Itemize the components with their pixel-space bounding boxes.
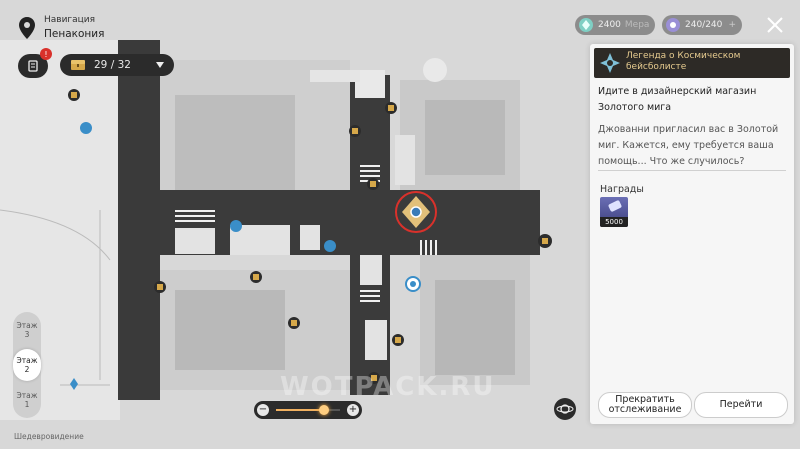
zoom-slider[interactable] — [276, 405, 340, 415]
floor-label: Этаж — [16, 356, 38, 365]
quest-objective: Идите в дизайнерский магазин Золотого ми… — [598, 86, 757, 113]
floor-label: Этаж — [16, 321, 38, 330]
region-name: Шедевровидение — [14, 432, 84, 441]
reward-amount: 5000 — [600, 217, 628, 227]
planet-icon — [556, 404, 574, 414]
stellar-jade-counter: 2400 Мера — [575, 15, 655, 35]
zoom-in-button[interactable]: + — [347, 404, 359, 416]
stellar-label: Мера — [624, 20, 650, 30]
map-marker-gold-8[interactable] — [288, 317, 300, 329]
location-pin-icon — [19, 17, 35, 39]
quest-description: Джованни пригласил вас в Золотой миг. Ка… — [598, 124, 779, 167]
map-marker-space-anchor[interactable] — [405, 276, 421, 292]
zoom-slider-handle[interactable] — [319, 405, 329, 415]
floor-number: 2 — [24, 365, 30, 374]
floor-3-button[interactable]: Этаж 3 — [13, 314, 41, 346]
watermark: WOTPACK.RU — [280, 372, 496, 402]
floor-number: 3 — [24, 330, 30, 339]
quest-name: Легенда о Космическом бейсболисте — [626, 51, 741, 72]
map-marker-teleport-2[interactable] — [230, 220, 242, 232]
map-road-vertical — [118, 40, 160, 400]
map-marker-gold-2[interactable] — [349, 125, 361, 137]
power-icon — [666, 18, 680, 32]
floor-1-button[interactable]: Этаж 1 — [13, 384, 41, 416]
trailblaze-power-counter[interactable]: 240/240 + — [662, 15, 742, 35]
nav-title: Навигация — [44, 15, 96, 25]
reward-item[interactable]: 5000 — [600, 197, 628, 227]
zoom-control: − + — [254, 401, 362, 419]
divider — [598, 170, 786, 171]
chest-icon — [71, 60, 85, 70]
locate-target-button[interactable] — [554, 398, 576, 420]
go-button[interactable]: Перейти — [694, 392, 788, 418]
map-marker-gold-1[interactable] — [68, 89, 80, 101]
quest-target-marker[interactable] — [395, 191, 437, 233]
floor-label: Этаж — [16, 391, 38, 400]
map-marker-teleport-1[interactable] — [80, 122, 92, 134]
add-power-button[interactable]: + — [728, 20, 736, 30]
map-marker-gold-7[interactable] — [154, 281, 166, 293]
floor-number: 1 — [24, 400, 30, 409]
map-marker-gold-9[interactable] — [392, 334, 404, 346]
quest-panel: Легенда о Космическом бейсболисте Идите … — [590, 44, 794, 424]
chevron-down-icon — [156, 62, 164, 68]
map-plaza — [160, 75, 540, 395]
document-icon — [28, 60, 38, 72]
nav-location: Пенакония — [44, 28, 105, 40]
chest-counter-value: 29 / 32 — [94, 59, 131, 71]
stop-tracking-button[interactable]: Прекратить отслеживание — [598, 392, 692, 418]
map-marker-small-1[interactable] — [70, 378, 78, 390]
chest-counter-dropdown[interactable]: 29 / 32 — [60, 54, 174, 76]
floor-selector: Этаж 3 Этаж 2 Этаж 1 — [13, 312, 41, 418]
map-marker-gold-4[interactable] — [367, 178, 379, 190]
floor-2-button[interactable]: Этаж 2 — [13, 349, 41, 381]
map-marker-gold-3[interactable] — [385, 102, 397, 114]
rewards-title: Награды — [600, 184, 644, 195]
power-value: 240/240 — [685, 20, 723, 30]
credits-icon — [608, 200, 622, 212]
map-marker-gold-5[interactable] — [538, 234, 552, 248]
quest-banner[interactable]: Легенда о Космическом бейсболисте — [594, 48, 790, 78]
stellar-value: 2400 — [598, 20, 621, 30]
close-icon[interactable] — [764, 14, 786, 36]
map-marker-teleport-3[interactable] — [324, 240, 336, 252]
messages-button[interactable]: ! — [18, 48, 52, 78]
zoom-slider-fill — [276, 409, 324, 411]
quest-star-icon — [600, 53, 620, 73]
notification-badge: ! — [40, 48, 52, 60]
gem-icon — [579, 18, 593, 32]
map-marker-gold-6[interactable] — [250, 271, 262, 283]
map-marker-gold-10[interactable] — [368, 372, 380, 384]
zoom-out-button[interactable]: − — [257, 404, 269, 416]
